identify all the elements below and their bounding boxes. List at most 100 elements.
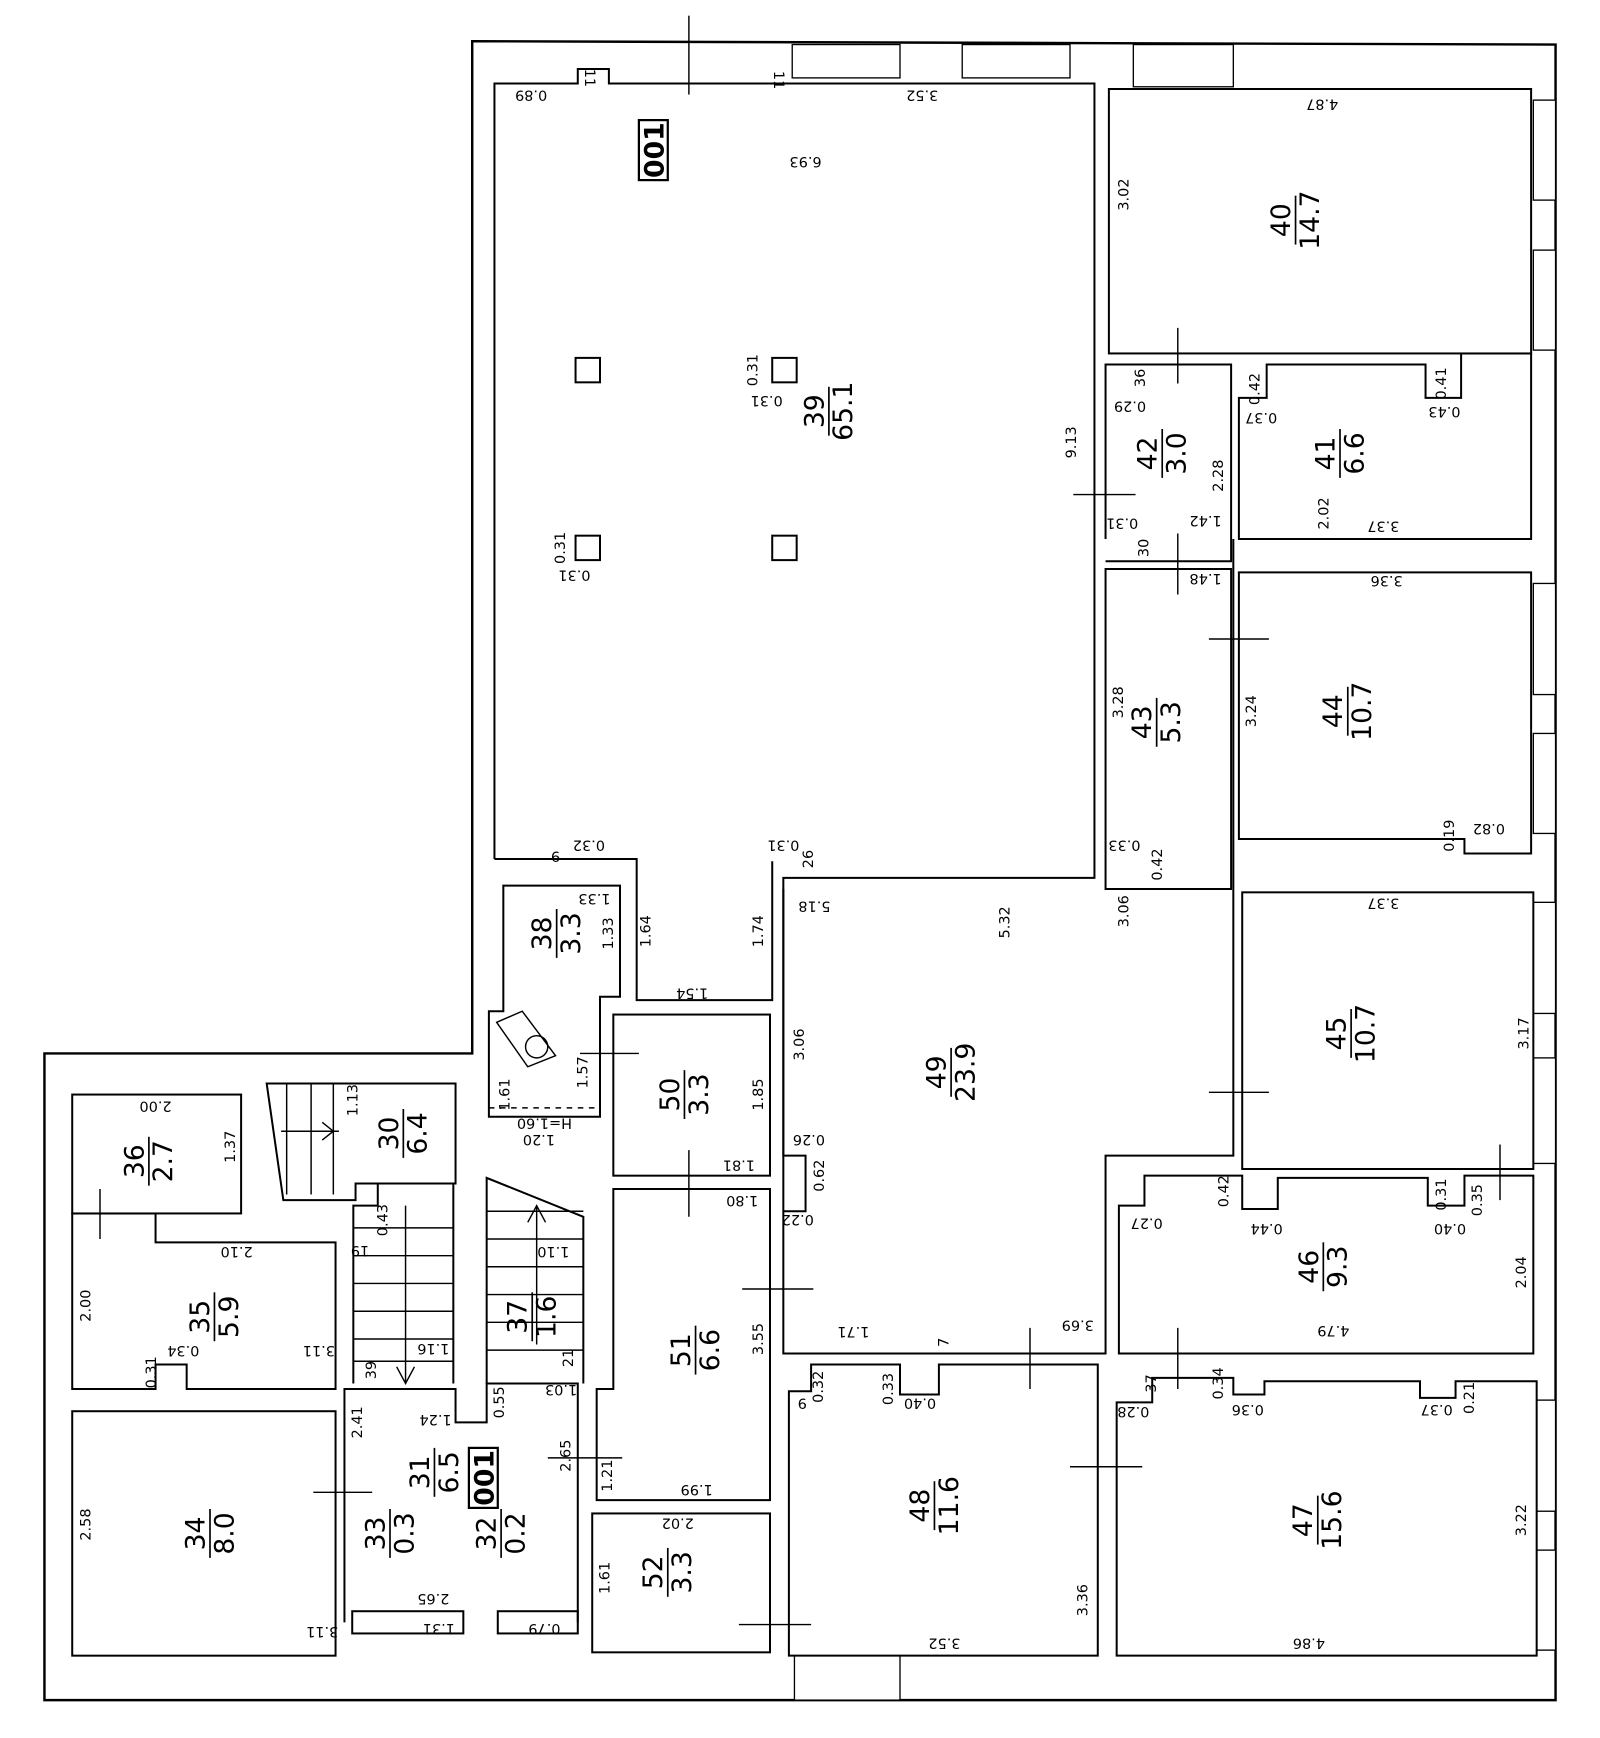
dimension-label: 39 xyxy=(364,1361,380,1379)
dimension-label: 5.18 xyxy=(798,898,830,914)
level-stamp: 001 xyxy=(467,1446,500,1509)
room-area: 65.1 xyxy=(828,382,859,441)
dimension-label: 1.80 xyxy=(726,1192,758,1208)
room-label: 330.3 xyxy=(360,1509,420,1558)
room-number: 52 xyxy=(638,1555,669,1589)
dimension-label: 0.37 xyxy=(1245,409,1277,425)
room-label: 516.6 xyxy=(666,1325,726,1375)
stamp-text: 001 xyxy=(639,122,670,178)
dimension-label: 0.36 xyxy=(1232,1401,1264,1417)
room-number: 34 xyxy=(180,1516,211,1550)
dimension-label: 1.42 xyxy=(1189,512,1221,528)
room-label: 316.5 xyxy=(405,1447,465,1497)
dimension-label: 0.44 xyxy=(1251,1220,1283,1236)
room-area: 8.0 xyxy=(209,1512,240,1554)
dimension-label: 0.62 xyxy=(812,1160,828,1192)
dimension-label: 1.64 xyxy=(639,915,655,947)
room-area: 0.3 xyxy=(389,1512,420,1554)
room-label: 423.0 xyxy=(1133,429,1193,478)
dimension-label: 3.36 xyxy=(1075,1584,1091,1616)
dimension-label: 0.79 xyxy=(528,1620,560,1636)
dimension-label: 1.13 xyxy=(345,1084,361,1116)
room-area: 6.6 xyxy=(1339,432,1370,474)
dimension-label: 2.65 xyxy=(417,1590,449,1606)
dimension-label: 5.32 xyxy=(998,906,1014,938)
dimension-label: 2.65 xyxy=(559,1440,575,1472)
dimension-label: 11 xyxy=(581,69,597,87)
room-number: 37 xyxy=(503,1300,534,1334)
room-area: 3.3 xyxy=(667,1551,698,1593)
dimension-label: 0.32 xyxy=(811,1371,827,1403)
dimension-label: 1.10 xyxy=(537,1243,569,1259)
dimension-label: 0.31 xyxy=(751,392,783,408)
dimension-label: 2.02 xyxy=(1316,497,1332,529)
dimension-label: 0.33 xyxy=(1108,837,1140,853)
dimension-label: 3.36 xyxy=(1371,572,1403,588)
room-area: 5.9 xyxy=(214,1296,245,1338)
dimension-label: 0.31 xyxy=(558,567,590,583)
room-number: 50 xyxy=(655,1078,686,1112)
dimension-label: 0.42 xyxy=(1150,848,1166,880)
room-area: 10.7 xyxy=(1347,682,1378,741)
dimension-label: 0.31 xyxy=(745,354,761,386)
room-label: 320.2 xyxy=(472,1509,531,1558)
room-area: 14.7 xyxy=(1295,190,1326,249)
room-area: 9.3 xyxy=(1323,1246,1354,1288)
dimension-label: 0.33 xyxy=(881,1373,897,1405)
dimension-label: 1.20 xyxy=(523,1131,555,1147)
dimension-label: 3.06 xyxy=(792,1028,808,1060)
dimension-label: 3.37 xyxy=(1367,518,1399,534)
dimension-label: 1.74 xyxy=(751,915,767,947)
room-area: 1.6 xyxy=(532,1296,563,1338)
dimension-label: 0.19 xyxy=(1442,820,1458,852)
room-number: 49 xyxy=(922,1055,953,1089)
room-number: 41 xyxy=(1310,436,1341,470)
dimension-label: 0.21 xyxy=(1462,1382,1478,1414)
room-area: 6.4 xyxy=(403,1112,434,1154)
dimension-label: 7 xyxy=(936,1338,952,1347)
windows xyxy=(791,43,1557,1701)
dimension-label: 19 xyxy=(351,1242,369,1258)
dimension-label: 1.31 xyxy=(423,1620,455,1636)
dimension-label: 0.34 xyxy=(167,1342,199,1358)
room-number: 43 xyxy=(1127,705,1158,739)
dimension-label: 1.71 xyxy=(837,1323,869,1339)
room-label: 355.9 xyxy=(185,1292,245,1342)
dimension-label: 0.37 xyxy=(1421,1401,1453,1417)
door-marks xyxy=(99,327,1501,1626)
dimension-label: 1.54 xyxy=(676,984,708,1000)
dimension-label: 9 xyxy=(798,1394,807,1410)
dimension-label: 3.22 xyxy=(1514,1504,1530,1536)
dimension-label: 37 xyxy=(1144,1374,1160,1392)
room-area: 3.3 xyxy=(684,1073,715,1115)
dimension-label: 4.87 xyxy=(1306,95,1338,111)
room-label: 435.3 xyxy=(1127,697,1187,747)
dimension-label: 3.55 xyxy=(751,1323,767,1355)
room-number: 36 xyxy=(119,1144,150,1178)
outer-walls xyxy=(43,15,1557,1702)
dimension-label: 2.02 xyxy=(662,1514,694,1530)
dimension-label: 3.69 xyxy=(1062,1317,1094,1333)
room-number: 39 xyxy=(799,394,830,428)
dimension-label: 1.61 xyxy=(498,1078,514,1110)
dimension-label: 1.33 xyxy=(578,890,610,906)
room-area: 6.5 xyxy=(434,1451,465,1493)
dimension-label: 3.06 xyxy=(1116,895,1132,927)
dimension-label: 1.33 xyxy=(601,917,617,949)
room-number: 44 xyxy=(1318,694,1349,728)
room-number: 40 xyxy=(1266,203,1297,237)
dimension-label: 1.24 xyxy=(419,1411,451,1427)
room-number: 30 xyxy=(374,1116,405,1150)
dimension-label: 1.48 xyxy=(1189,570,1221,586)
dimension-label: 0.29 xyxy=(1114,398,1146,414)
room-number: 42 xyxy=(1133,436,1164,470)
dimension-label: 6.93 xyxy=(789,153,821,169)
dimension-label: 2.00 xyxy=(79,1290,95,1322)
dimension-label: 0.26 xyxy=(793,1131,825,1147)
